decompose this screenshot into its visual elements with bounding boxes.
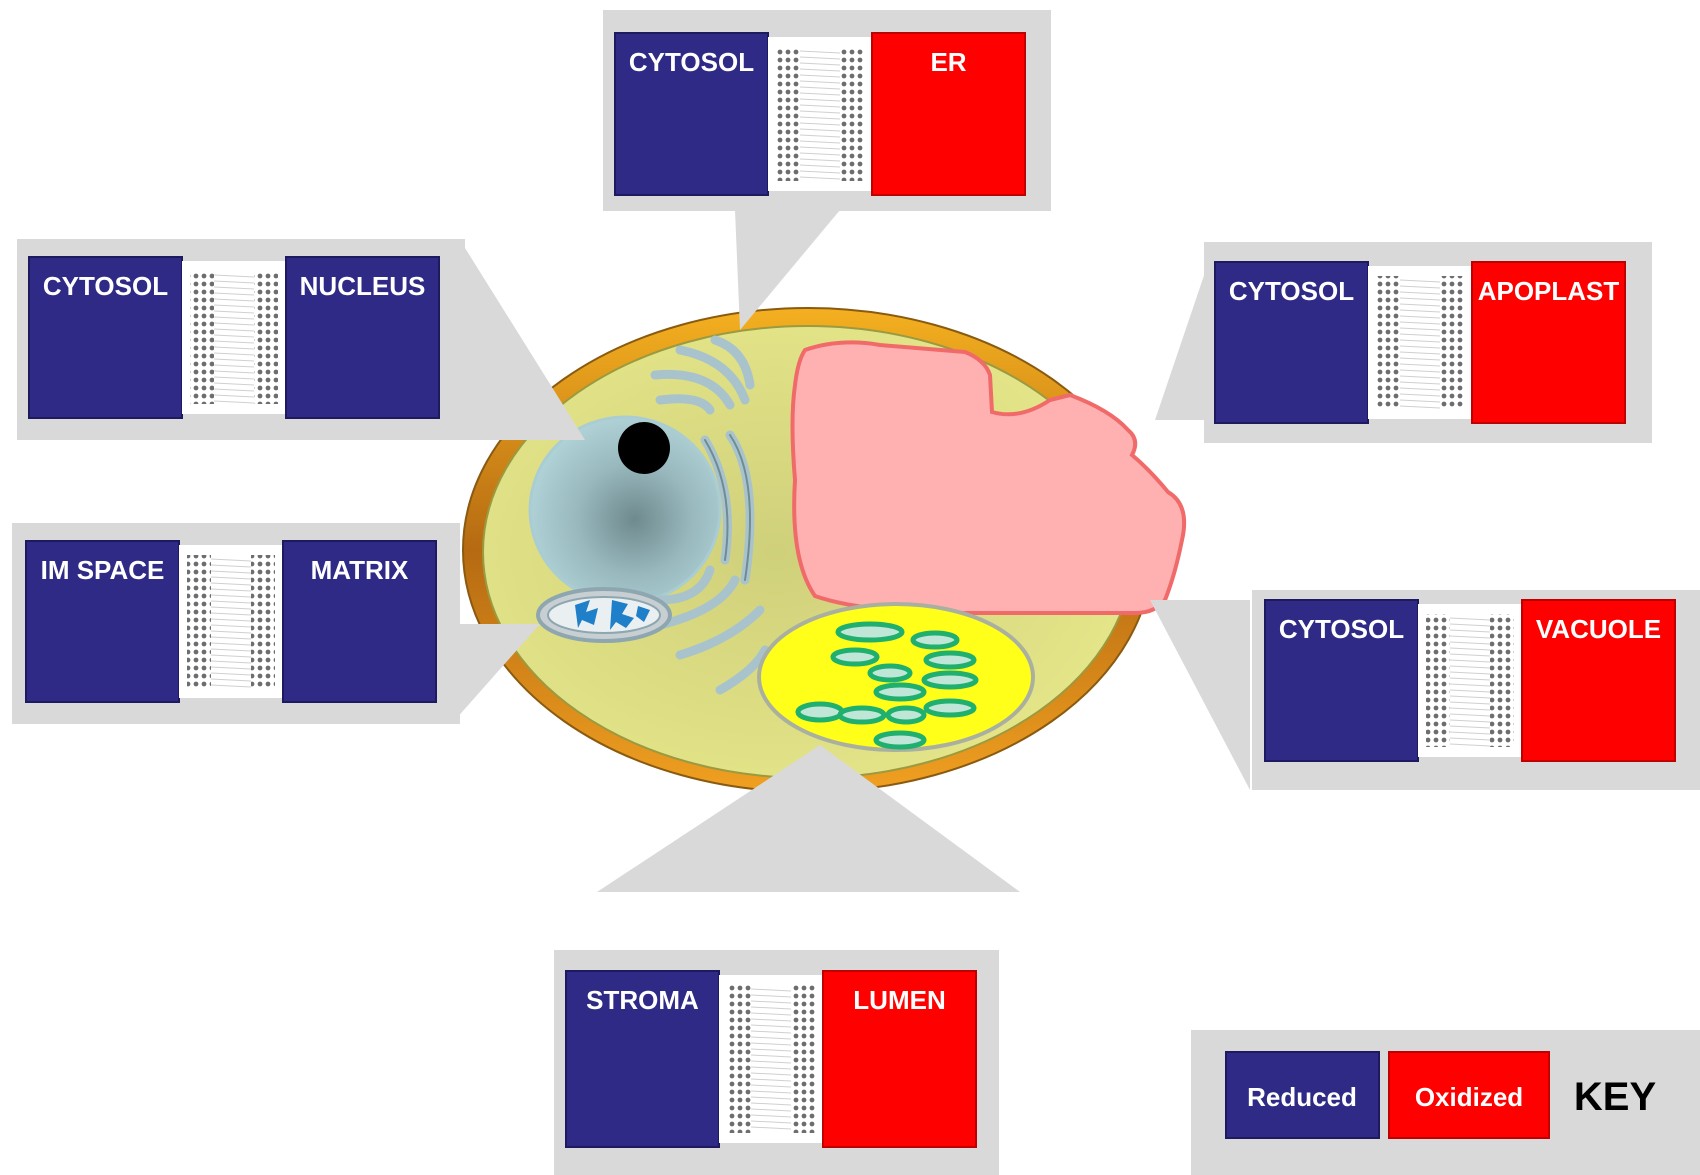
key-oxidized-label: Oxidized	[1415, 1082, 1523, 1112]
vacuole-pointer	[1150, 600, 1250, 790]
nucleus-pointer	[460, 240, 585, 440]
vacuole-membrane-panel: CYTOSOL VACUOLE	[1252, 590, 1700, 790]
mitochondrion	[538, 589, 670, 641]
nucleus-membrane-panel: CYTOSOL NUCLEUS	[17, 239, 465, 440]
apoplast-right-label: APOPLAST	[1478, 276, 1620, 306]
chloroplast	[759, 604, 1033, 750]
key-title: KEY	[1574, 1075, 1657, 1119]
thylakoid-membrane-bilayer	[719, 975, 823, 1143]
key-reduced-label: Reduced	[1247, 1082, 1357, 1112]
apoplast-left-label: CYTOSOL	[1229, 276, 1354, 306]
nucleus-left-label: CYTOSOL	[43, 271, 168, 301]
plant-cell	[463, 308, 1184, 792]
nucleus-right-label: NUCLEUS	[300, 271, 426, 301]
matrix-membrane-panel: IM SPACE MATRIX	[12, 523, 460, 724]
key-panel: Reduced Oxidized KEY	[1191, 1030, 1700, 1175]
matrix-right-label: MATRIX	[311, 555, 409, 585]
matrix-left-label: IM SPACE	[41, 555, 165, 585]
apoplast-membrane-panel: CYTOSOL APOPLAST	[1204, 242, 1652, 443]
thylakoid-left-label: STROMA	[586, 985, 699, 1015]
er-membrane-bilayer	[768, 37, 872, 191]
apoplast-membrane-bilayer	[1368, 266, 1472, 419]
er-right-label: ER	[930, 47, 966, 77]
matrix-membrane-bilayer	[179, 545, 283, 698]
nucleolus	[618, 422, 670, 474]
vacuole-membrane-bilayer	[1418, 604, 1522, 757]
vacuole-left-label: CYTOSOL	[1279, 614, 1404, 644]
er-membrane-panel: CYTOSOL ER	[603, 10, 1051, 211]
nucleus	[530, 417, 720, 603]
er-left-label: CYTOSOL	[629, 47, 754, 77]
nucleus-membrane-bilayer	[182, 261, 286, 414]
vacuole-right-label: VACUOLE	[1536, 614, 1661, 644]
vacuole	[793, 342, 1185, 613]
thylakoid-right-label: LUMEN	[853, 985, 945, 1015]
thylakoid-membrane-panel: STROMA LUMEN	[554, 950, 999, 1175]
